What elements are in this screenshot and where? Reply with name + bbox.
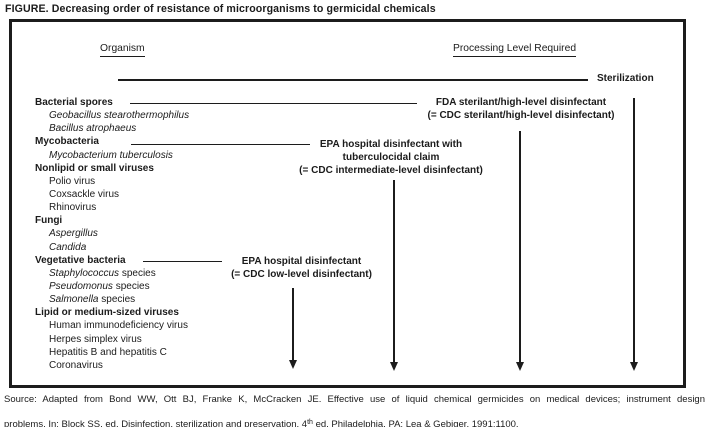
- epa-low-level-line2: (= CDC low-level disinfectant): [231, 269, 372, 281]
- organism-row: Staphylococcus species: [49, 267, 156, 279]
- organism-row: Salmonella species: [49, 294, 136, 306]
- arrow-head-icon: [389, 362, 398, 371]
- organism-list: Bacterial spores Geobacillus stearotherm…: [35, 96, 189, 372]
- epa-tuberculocidal-label: EPA hospital disinfectant with tuberculo…: [283, 138, 499, 177]
- organism-row: Bacterial spores: [35, 97, 113, 108]
- sterilization-arrow: [629, 98, 639, 371]
- organism-row: Fungi: [35, 215, 63, 227]
- arrow-shaft: [519, 131, 521, 362]
- organism-row: Coxsackle virus: [49, 188, 120, 200]
- organism-row: Aspergillus: [49, 228, 98, 240]
- organism-column-header: Organism: [100, 43, 145, 57]
- source-citation: Source: Adapted from Bond WW, Ott BJ, Fr…: [4, 394, 705, 427]
- source-line-1: Source: Adapted from Bond WW, Ott BJ, Fr…: [4, 394, 705, 405]
- organism-row: Candida: [49, 241, 87, 253]
- source-line-2: problems. In: Block SS, ed. Disinfection…: [4, 418, 519, 427]
- figure-title: FIGURE. Decreasing order of resistance o…: [5, 3, 436, 15]
- low-level-arrow: [288, 288, 298, 369]
- organism-row: Herpes simplex virus: [49, 333, 142, 345]
- epa-low-level-line1: EPA hospital disinfectant: [241, 256, 362, 267]
- fda-sterilant-label: FDA sterilant/high-level disinfectant (=…: [414, 96, 628, 122]
- arrow-head-icon: [515, 362, 524, 371]
- organism-row: Mycobacteria: [35, 136, 99, 148]
- organism-row: Lipid or medium-sized viruses: [35, 307, 179, 319]
- arrow-head-icon: [288, 360, 297, 369]
- organism-row: Pseudomonus species: [49, 280, 150, 292]
- epa-tuberculocidal-line2: tuberculocidal claim: [342, 152, 440, 164]
- arrow-head-icon: [629, 362, 638, 371]
- processing-column-header: Processing Level Required: [453, 43, 577, 57]
- intermediate-level-arrow: [389, 180, 399, 371]
- organism-row: Coronavirus: [49, 359, 103, 371]
- organism-row: Mycobacterium tuberculosis: [49, 149, 173, 161]
- organism-row: Vegetative bacteria: [35, 254, 126, 266]
- sterilization-connector-line: [118, 79, 588, 81]
- epa-tuberculocidal-line3: (= CDC intermediate-level disinfectant): [299, 165, 483, 177]
- organism-row: Hepatitis B and hepatitis C: [49, 346, 167, 358]
- epa-low-level-label: EPA hospital disinfectant (= CDC low-lev…: [201, 255, 402, 281]
- superscript-th: th: [307, 418, 313, 426]
- organism-row: Bacillus atrophaeus: [49, 123, 137, 135]
- mycobacteria-connector-line: [131, 143, 310, 145]
- arrow-shaft: [292, 288, 294, 360]
- high-level-arrow: [515, 131, 525, 371]
- arrow-shaft: [633, 98, 635, 362]
- epa-tuberculocidal-line1: EPA hospital disinfectant with: [319, 139, 463, 150]
- sterilization-label: Sterilization: [597, 73, 654, 84]
- arrow-shaft: [393, 180, 395, 362]
- bacterial-spores-connector-line: [130, 102, 417, 104]
- diagram-border: [9, 19, 686, 388]
- fda-sterilant-line1: FDA sterilant/high-level disinfectant: [435, 97, 607, 108]
- organism-row: Rhinovirus: [49, 202, 97, 214]
- organism-row: Human immunodeficiency virus: [49, 320, 188, 332]
- organism-row: Geobacillus stearothermophilus: [49, 110, 190, 122]
- vegetative-bacteria-connector-line: [143, 260, 222, 262]
- organism-row: Polio virus: [49, 175, 96, 187]
- fda-sterilant-line2: (= CDC sterilant/high-level disinfectant…: [427, 110, 615, 122]
- organism-row: Nonlipid or small viruses: [35, 162, 154, 174]
